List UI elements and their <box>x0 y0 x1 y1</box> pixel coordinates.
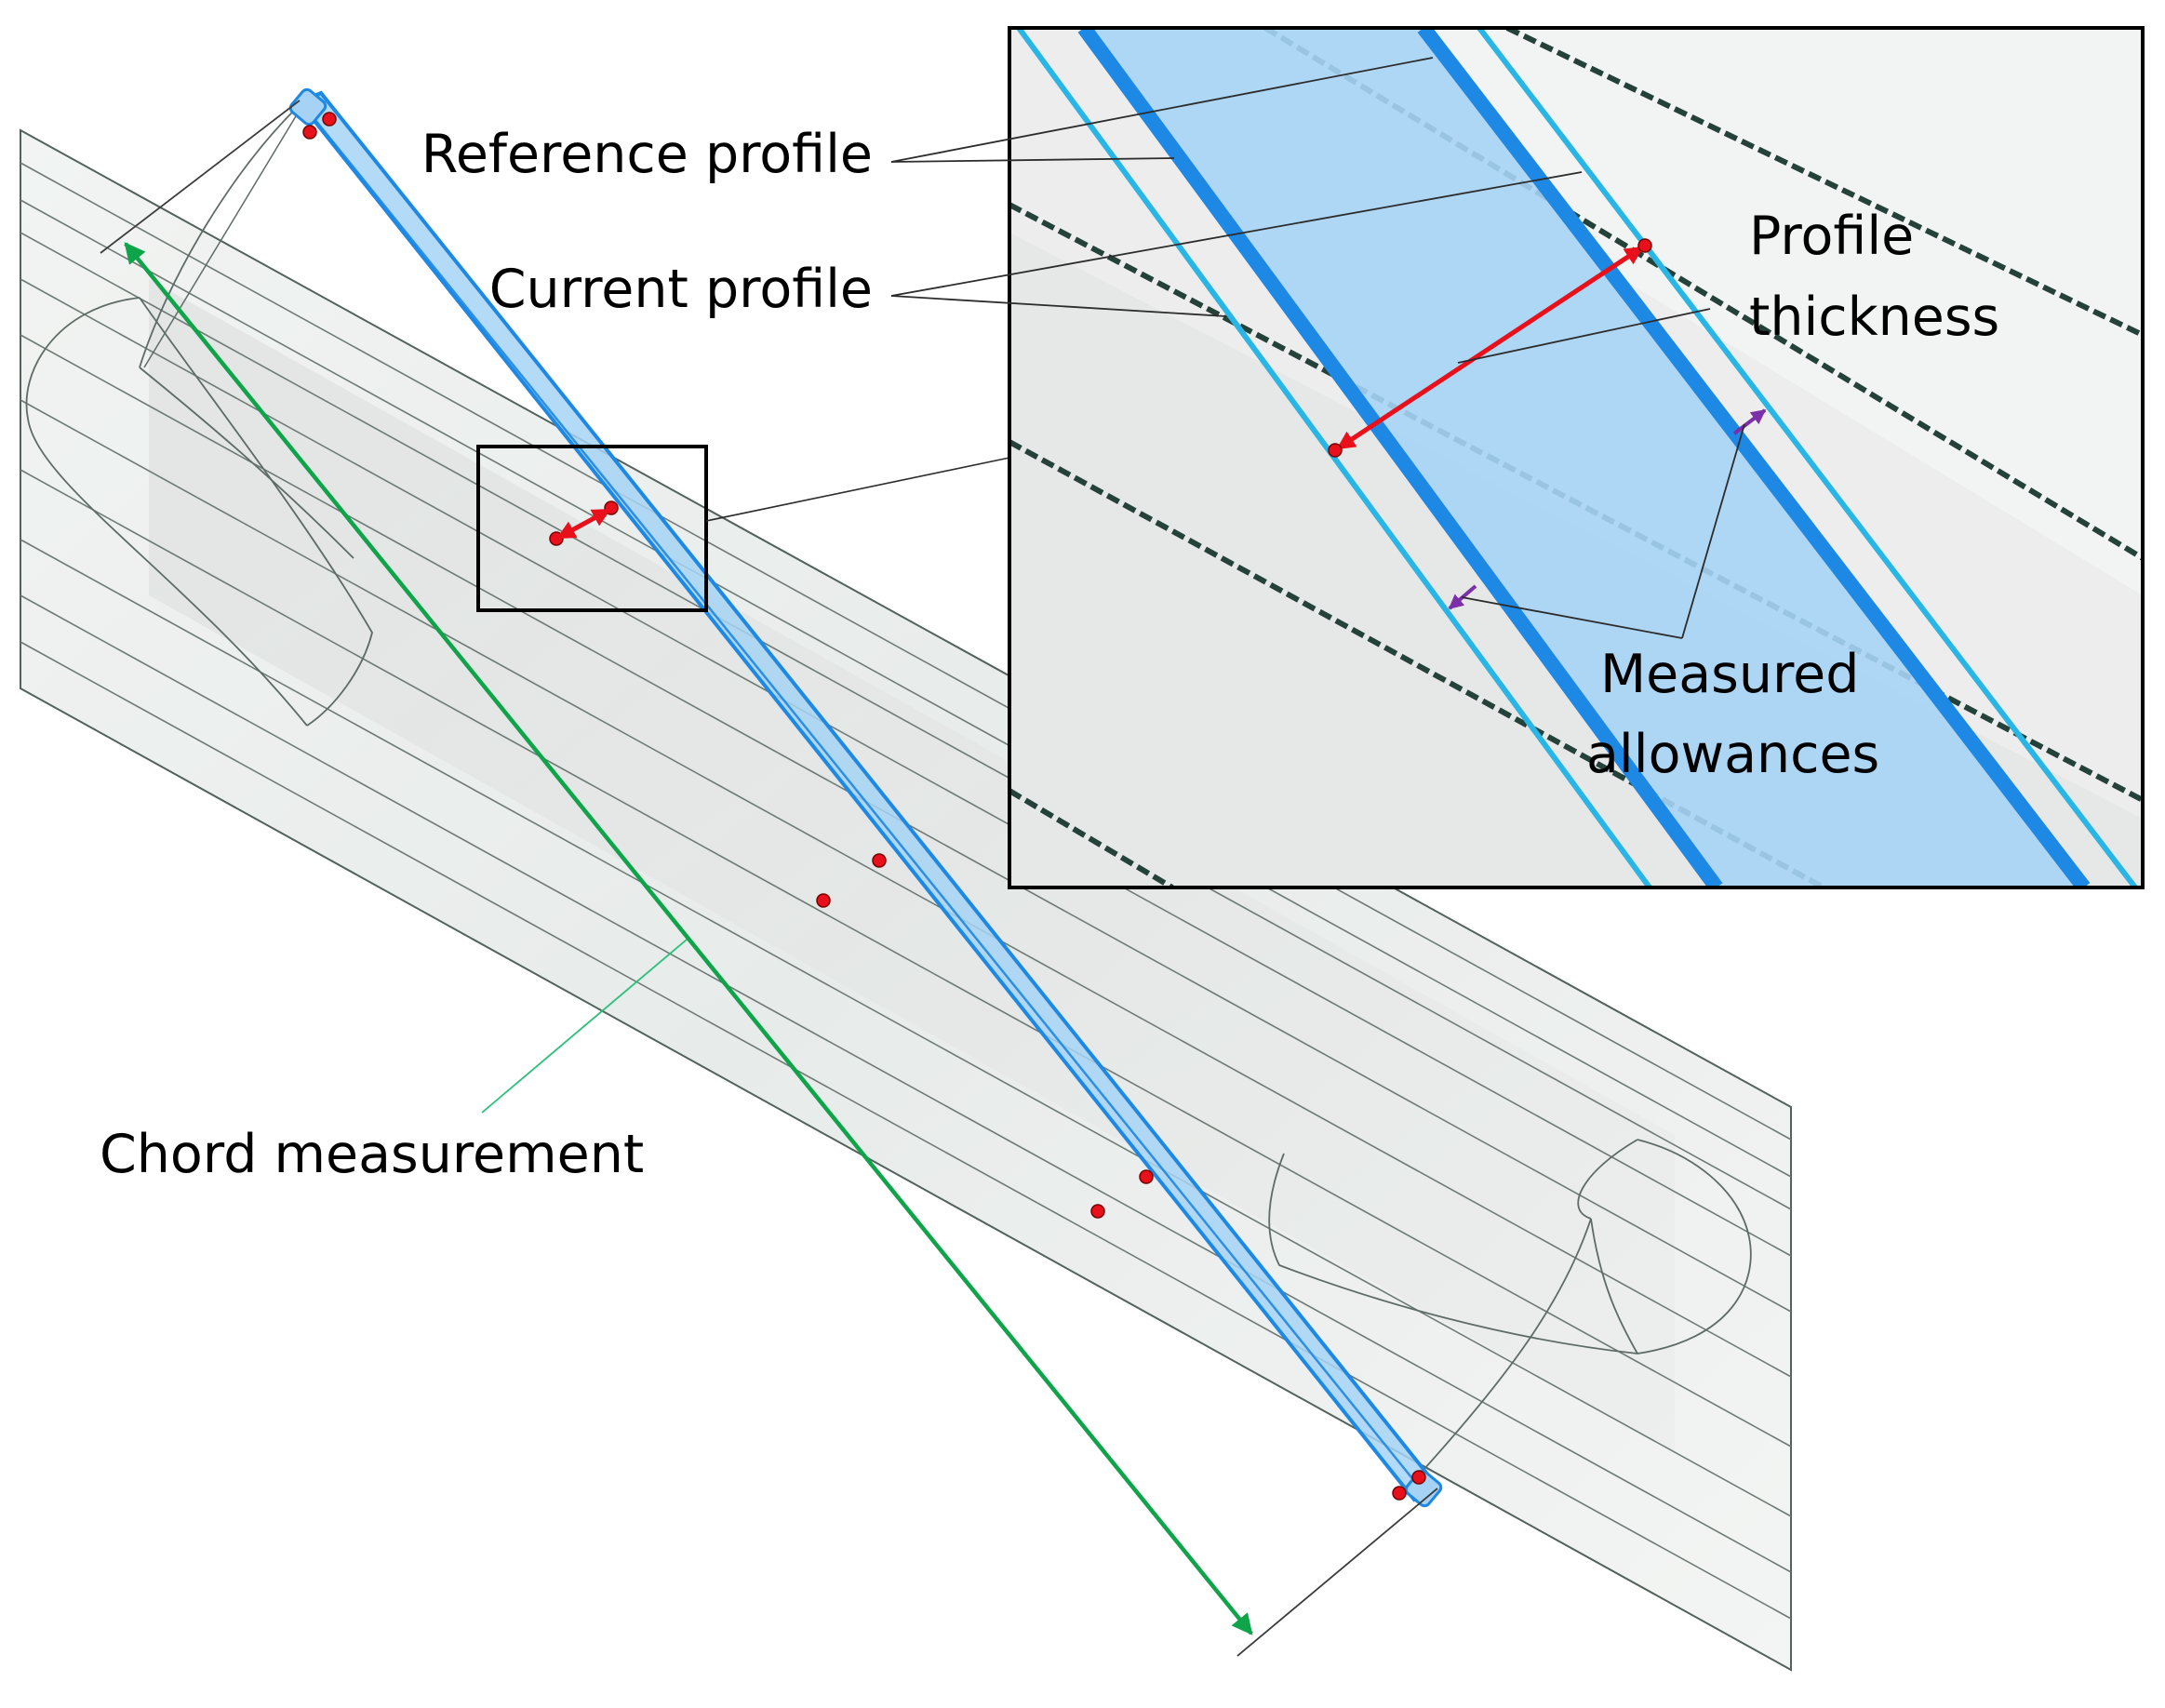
measurement-point <box>322 112 337 127</box>
profile-thickness-label-line1: Profile <box>1749 206 1914 267</box>
right-end-curves <box>1268 1139 1752 1471</box>
measurement-point <box>816 893 831 908</box>
chord-arrow <box>124 242 1253 1635</box>
zoom-inset <box>1008 26 2145 889</box>
chord-measurement-label: Chord measurement <box>100 1124 644 1185</box>
measurement-point <box>302 125 317 140</box>
inset-frame <box>1008 26 2145 889</box>
current-profile-line <box>1016 28 1652 887</box>
measurement-point <box>1139 1169 1154 1184</box>
profile-thickness-label-line2: thickness <box>1749 287 1999 348</box>
zoom-connector-line <box>705 457 1010 522</box>
current-profile-line <box>1477 28 2138 887</box>
measurement-point <box>1637 238 1652 253</box>
allowance-arrow <box>1732 408 1767 435</box>
measurement-point <box>1328 443 1343 458</box>
chord-leader-line <box>481 939 688 1114</box>
measured-allowances-label-line1: Measured <box>1600 644 1859 705</box>
measurement-point <box>1090 1204 1105 1219</box>
measured-allowances-label-line2: allowances <box>1586 724 1879 785</box>
measurement-point <box>872 853 887 868</box>
zoom-region-box <box>476 445 708 612</box>
reference-profile-label: Reference profile <box>421 124 873 185</box>
reference-profile-line <box>1417 28 2091 887</box>
measurement-point <box>1392 1486 1407 1501</box>
reference-profile-line <box>1077 28 1723 887</box>
leader-lines <box>890 57 1745 639</box>
measurement-point <box>1411 1470 1426 1485</box>
current-profile-label: Current profile <box>489 259 873 320</box>
thickness-arrow <box>1336 245 1644 451</box>
chord-extension-line <box>1236 1488 1438 1657</box>
chord-extension-line <box>100 100 301 254</box>
